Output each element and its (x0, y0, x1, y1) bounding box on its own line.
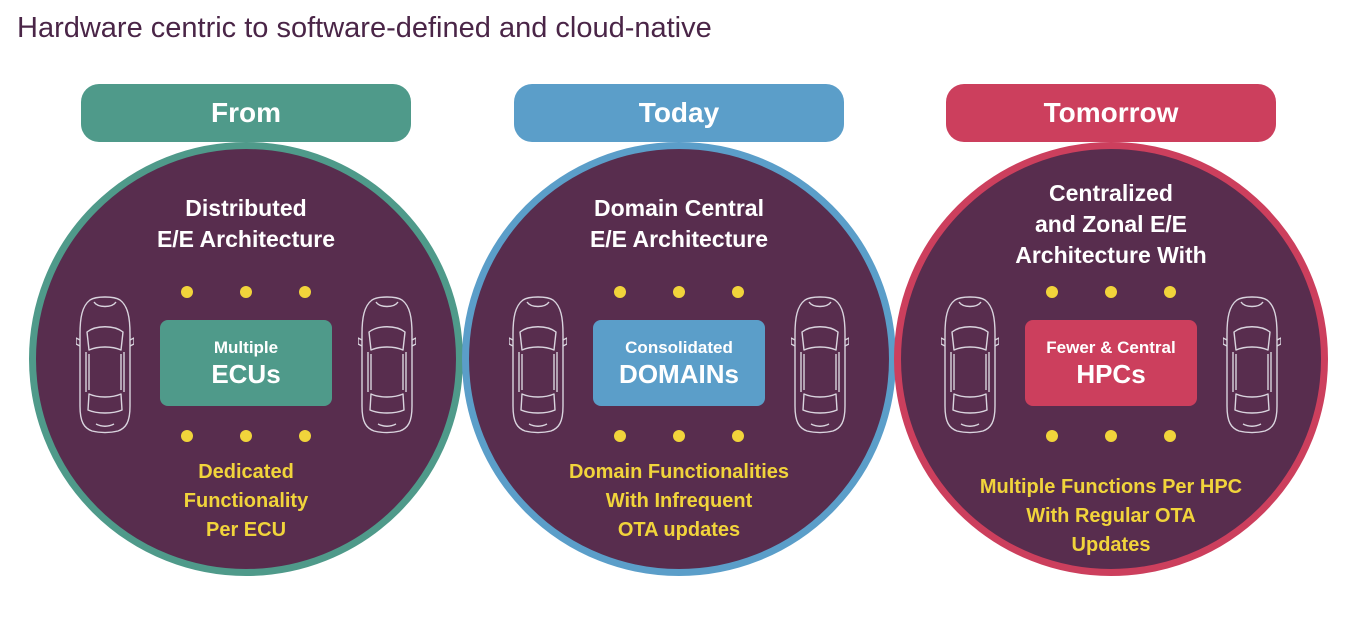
car-icon (76, 296, 134, 434)
connector-dot (181, 430, 193, 442)
connector-dots-bottom (1046, 430, 1176, 442)
car-icon (509, 296, 567, 434)
footer-line: Functionality (183, 490, 309, 512)
connector-dot (732, 286, 744, 298)
center-box-title: HPCs (1076, 359, 1146, 389)
footer-line: With Regular OTA (1026, 505, 1196, 527)
center-box-caption: Consolidated (625, 338, 733, 357)
connector-dot (614, 286, 626, 298)
footer-line: OTA updates (617, 519, 741, 541)
stage-footer: Dedicated Functionality Per ECU (76, 458, 416, 545)
center-box-title: ECUs (211, 359, 281, 389)
connector-dots-top (181, 286, 311, 298)
connector-dots-top (1046, 286, 1176, 298)
connector-dots-bottom (181, 430, 311, 442)
connector-dots-top (614, 286, 744, 298)
heading-line: Distributed (185, 195, 307, 221)
stage-footer: Multiple Functions Per HPC With Regular … (941, 473, 1281, 560)
footer-line: Dedicated (198, 461, 294, 483)
stage-circle-today: Domain Central E/E Architecture Consolid… (462, 142, 896, 576)
center-box-title: DOMAINs (619, 359, 739, 389)
connector-dot (1046, 430, 1058, 442)
stage-label-tomorrow: Tomorrow (946, 84, 1276, 142)
stage-heading: Distributed E/E Architecture (96, 193, 396, 255)
stage-label-from: From (81, 84, 411, 142)
connector-dots-bottom (614, 430, 744, 442)
car-icon (1223, 296, 1281, 434)
connector-dot (299, 430, 311, 442)
stage-circle-tomorrow: Centralized and Zonal E/E Architecture W… (894, 142, 1328, 576)
heading-line: Architecture With (1015, 242, 1207, 268)
stage-heading: Centralized and Zonal E/E Architecture W… (961, 178, 1261, 271)
connector-dot (240, 286, 252, 298)
heading-line: E/E Architecture (589, 226, 769, 252)
footer-line: Per ECU (205, 519, 287, 541)
stage-footer: Domain Functionalities With Infrequent O… (509, 458, 849, 545)
page-title: Hardware centric to software-defined and… (17, 12, 712, 44)
connector-dot (673, 286, 685, 298)
connector-dot (614, 430, 626, 442)
heading-line: Domain Central (594, 195, 764, 221)
footer-line: Updates (1071, 534, 1151, 556)
connector-dot (673, 430, 685, 442)
connector-dot (1164, 430, 1176, 442)
connector-dot (1105, 430, 1117, 442)
footer-line: Multiple Functions Per HPC (979, 476, 1243, 498)
center-box-caption: Fewer & Central (1046, 338, 1176, 357)
center-box-caption: Multiple (213, 338, 279, 357)
stage-circle-from: Distributed E/E Architecture Multiple EC… (29, 142, 463, 576)
connector-dot (1164, 286, 1176, 298)
connector-dot (1105, 286, 1117, 298)
center-box-hpcs: Fewer & Central HPCs (1025, 320, 1197, 406)
connector-dot (1046, 286, 1058, 298)
connector-dot (732, 430, 744, 442)
heading-line: E/E Architecture (156, 226, 336, 252)
stage-heading: Domain Central E/E Architecture (529, 193, 829, 255)
heading-line: Centralized (1049, 180, 1173, 206)
footer-line: With Infrequent (605, 490, 753, 512)
footer-line: Domain Functionalities (568, 461, 790, 483)
car-icon (791, 296, 849, 434)
center-box-domains: Consolidated DOMAINs (593, 320, 765, 406)
stage-label-today: Today (514, 84, 844, 142)
connector-dot (240, 430, 252, 442)
center-box-ecus: Multiple ECUs (160, 320, 332, 406)
connector-dot (181, 286, 193, 298)
connector-dot (299, 286, 311, 298)
car-icon (941, 296, 999, 434)
car-icon (358, 296, 416, 434)
heading-line: and Zonal E/E (1034, 211, 1188, 237)
